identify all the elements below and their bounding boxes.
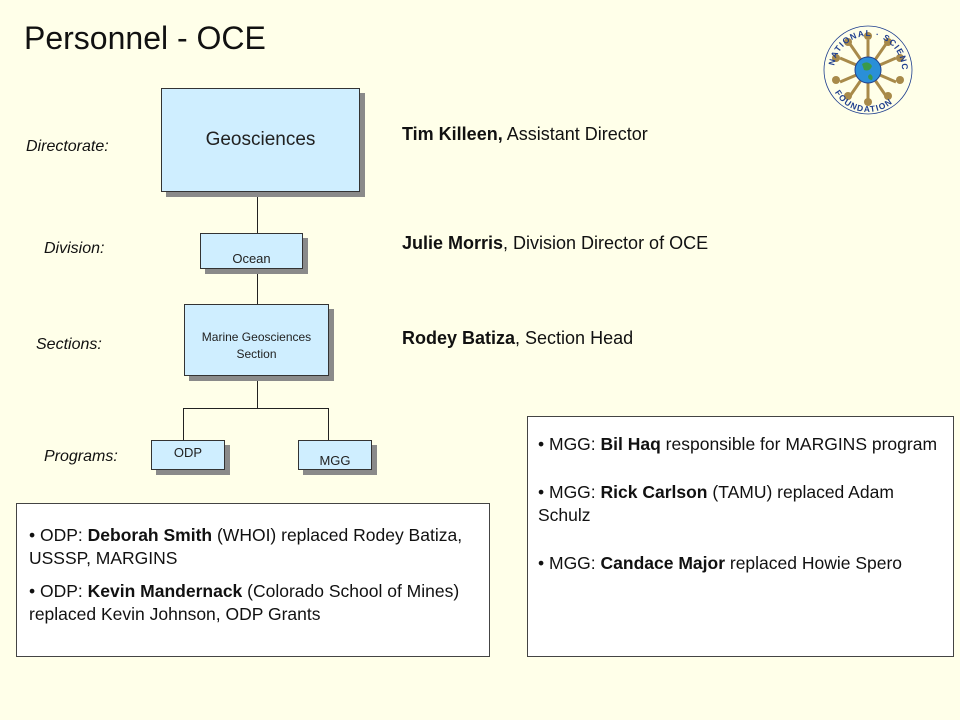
page-title: Personnel - OCE (24, 20, 266, 56)
mgg-box: MGG (298, 440, 372, 470)
odp-notes-box: • ODP: Deborah Smith (WHOI) replaced Rod… (16, 503, 490, 657)
person-role: Assistant Director (502, 124, 648, 144)
note-item: • MGG: Bil Haq responsible for MARGINS p… (538, 434, 938, 454)
mgg-box-label: MGG (319, 452, 351, 468)
note-person-name: Deborah Smith (87, 525, 213, 545)
connector-line (183, 408, 184, 440)
person-name: Tim Killeen, (402, 124, 503, 144)
connector-line (183, 408, 329, 409)
marine-box-line2: Section (236, 347, 277, 361)
note-person-name: Rick Carlson (600, 482, 708, 502)
note-item: • MGG: Rick Carlson (TAMU) replaced Adam… (538, 482, 894, 525)
ocean-box: Ocean (200, 233, 303, 269)
person-name: Rodey Batiza (402, 328, 516, 348)
marine-geosciences-box: Marine Geosciences Section (184, 304, 329, 376)
connector-line (257, 192, 258, 234)
odp-box: ODP (151, 440, 225, 470)
person-role: , Division Director of OCE (503, 233, 709, 253)
mgg-notes-box: • MGG: Bil Haq responsible for MARGINS p… (527, 416, 954, 657)
note-person-name: Kevin Mandernack (87, 581, 243, 601)
note-person-name: Bil Haq (600, 434, 661, 454)
person-name: Julie Morris (402, 233, 504, 253)
section-head-line: Rodey Batiza, Section Head (402, 328, 633, 349)
division-director-line: Julie Morris, Division Director of OCE (402, 233, 708, 254)
directorate-label: Directorate: (26, 138, 109, 155)
geosciences-box: Geosciences (161, 88, 360, 192)
marine-box-line1: Marine Geosciences (201, 330, 312, 344)
note-item: • ODP: Deborah Smith (WHOI) replaced Rod… (29, 525, 463, 568)
odp-box-label: ODP (173, 444, 203, 460)
assistant-director-line: Tim Killeen, Assistant Director (402, 124, 648, 145)
person-role: , Section Head (515, 328, 634, 348)
sections-label: Sections: (36, 336, 102, 353)
division-label: Division: (44, 240, 105, 257)
connector-line (328, 408, 329, 440)
ocean-box-label: Ocean (232, 250, 271, 266)
connector-line (257, 269, 258, 305)
note-item: • ODP: Kevin Mandernack (Colorado School… (29, 581, 460, 624)
programs-label: Programs: (44, 448, 118, 465)
geosciences-box-label: Geosciences (205, 129, 316, 150)
note-person-name: Candace Major (600, 553, 725, 573)
connector-line (257, 376, 258, 408)
note-item: • MGG: Candace Major replaced Howie Sper… (538, 553, 903, 573)
nsf-logo: NATIONAL · SCIENCE FOUNDATION (817, 6, 916, 131)
